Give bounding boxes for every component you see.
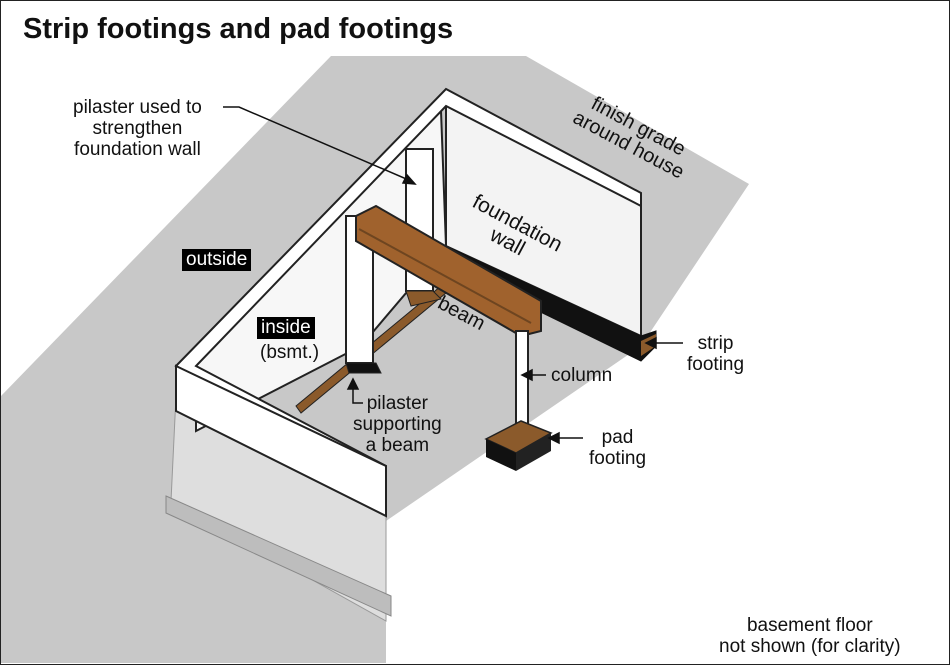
label-column: column: [551, 365, 613, 386]
exterior-strip-footing: [165, 495, 392, 617]
arrow-pilaster-used: [401, 173, 417, 185]
label-bsmt: (bsmt.): [260, 342, 320, 363]
label-pilaster-supporting: pilaster supporting a beam: [353, 393, 442, 456]
label-strip-footing: strip footing: [687, 333, 745, 375]
pad-footing-side-right: [516, 433, 551, 471]
back-pilaster-footing: [405, 290, 442, 307]
arrow-pad-footing: [547, 431, 560, 445]
arrow-pilaster-supporting: [346, 377, 360, 390]
page-title: Strip footings and pad footings: [23, 13, 454, 45]
label-basement-floor: basement floor not shown (for clarity): [719, 615, 901, 657]
arrow-column: [520, 368, 533, 382]
leader-pilaster-used: [223, 106, 412, 182]
label-pilaster-used: pilaster used to strengthen foundation w…: [73, 97, 202, 160]
leader-pilaster-supporting: [352, 386, 363, 404]
front-wall-end: [175, 364, 387, 518]
front-pilaster-footing: [345, 362, 382, 374]
beam-flange-line: [358, 228, 532, 324]
label-pad-footing: pad footing: [589, 427, 647, 469]
pad-footing-side: [486, 439, 516, 471]
label-inside: inside: [257, 317, 315, 339]
arrow-strip-footing: [644, 336, 657, 350]
label-outside: outside: [182, 249, 252, 271]
column-shape: [515, 330, 529, 437]
